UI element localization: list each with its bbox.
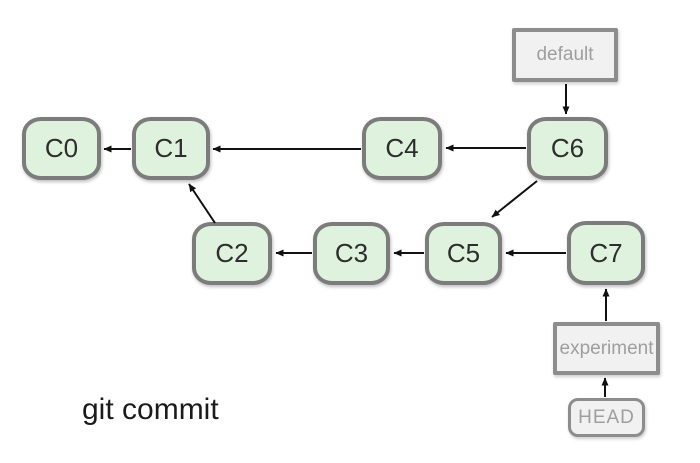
node-head: HEAD — [568, 398, 645, 437]
edge-c2-to-c1 — [188, 183, 216, 224]
node-label: C5 — [446, 238, 481, 268]
node-c3: C3 — [313, 222, 390, 285]
node-label: C7 — [589, 237, 623, 268]
node-c4: C4 — [362, 117, 442, 180]
node-default: default — [512, 28, 618, 82]
node-label: experiment — [559, 337, 654, 359]
node-c1: C1 — [132, 117, 210, 180]
node-experiment: experiment — [553, 322, 660, 375]
node-c6: C6 — [527, 117, 608, 180]
node-label: C4 — [385, 133, 419, 163]
node-label: C2 — [215, 238, 249, 268]
node-label: C0 — [44, 133, 79, 163]
edge-c6-to-c5 — [491, 180, 538, 218]
node-label: default — [536, 44, 594, 65]
node-label: C3 — [334, 238, 369, 268]
node-label: C6 — [550, 133, 585, 163]
node-c5: C5 — [425, 222, 502, 285]
node-label: HEAD — [578, 406, 635, 428]
node-c2: C2 — [192, 222, 272, 285]
node-label: C1 — [154, 133, 188, 163]
node-c0: C0 — [22, 117, 101, 180]
node-c7: C7 — [567, 221, 645, 285]
diagram-caption: git commit — [82, 393, 219, 426]
